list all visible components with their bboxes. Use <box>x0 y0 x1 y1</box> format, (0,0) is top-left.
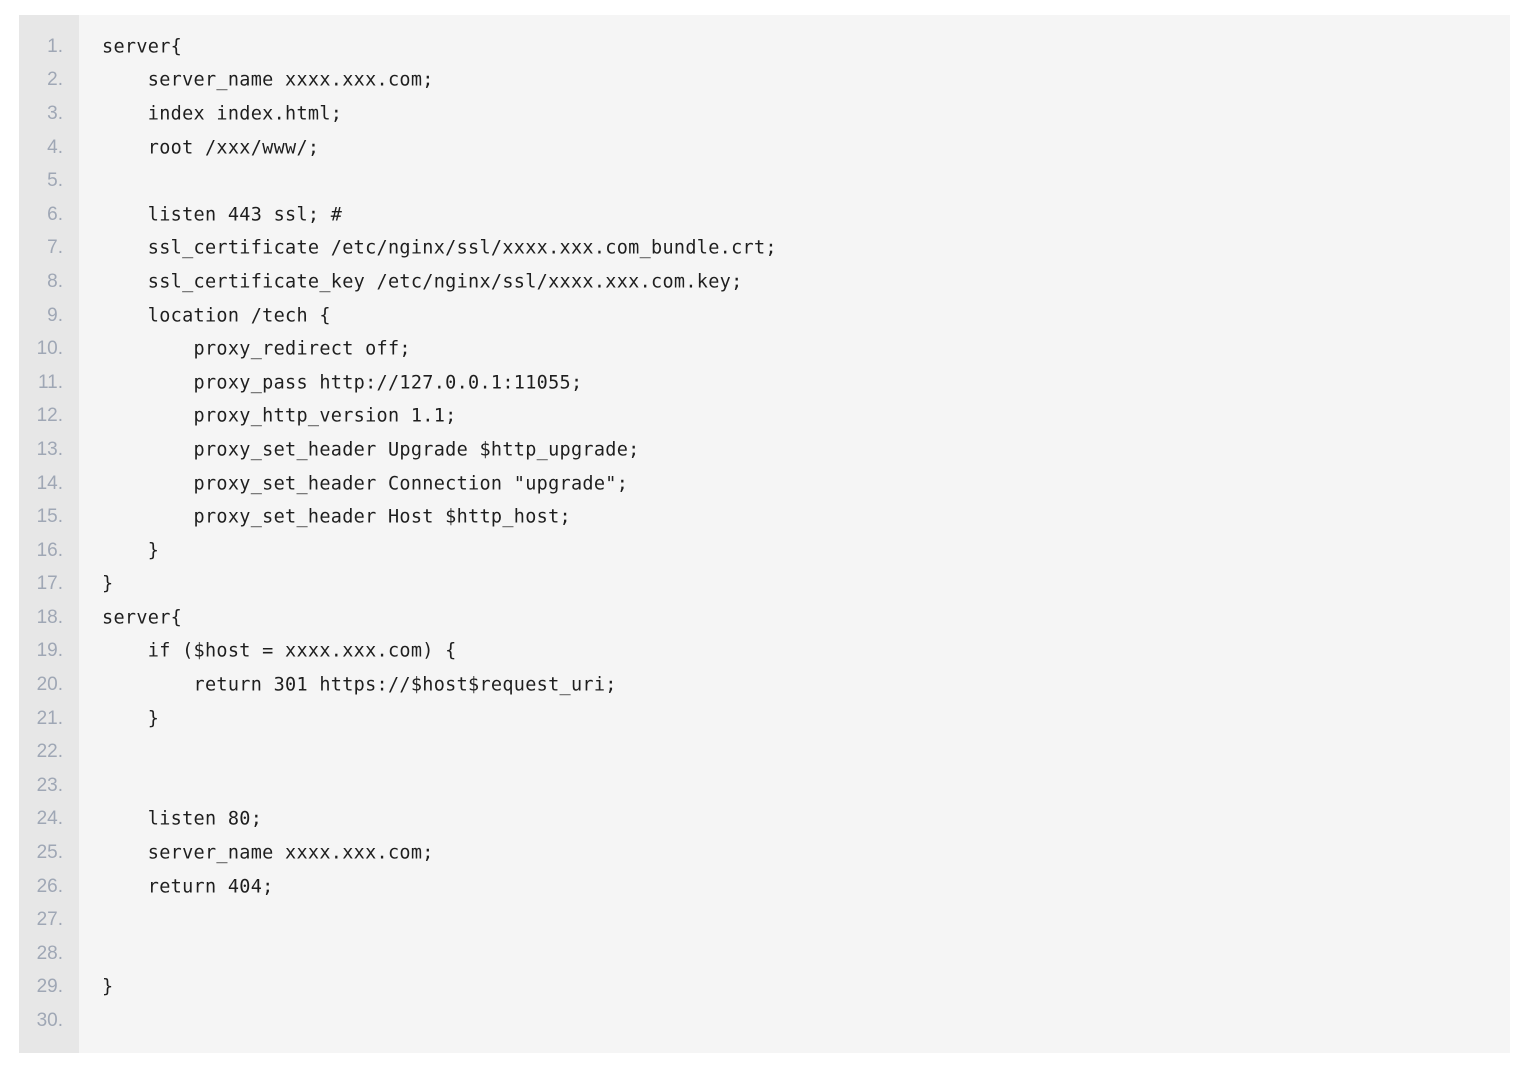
code-line: 2. server_name xxxx.xxx.com; <box>19 64 1510 98</box>
line-number-gutter <box>19 15 79 1053</box>
line-number: 9. <box>47 304 63 326</box>
code-line: 30. <box>19 1004 1510 1038</box>
code-line: 12. proxy_http_version 1.1; <box>19 400 1510 434</box>
line-code: location /tech { <box>102 305 331 327</box>
line-code: } <box>102 708 160 730</box>
line-number: 13. <box>36 438 63 460</box>
code-line: 20. return 301 https://$host$request_uri… <box>19 668 1510 702</box>
line-code: proxy_http_version 1.1; <box>102 405 457 427</box>
line-code: root /xxx/www/; <box>102 137 320 159</box>
line-number: 6. <box>47 203 63 225</box>
line-code: return 301 https://$host$request_uri; <box>102 674 617 696</box>
line-code: return 404; <box>102 876 274 898</box>
line-number: 14. <box>36 472 63 494</box>
line-code: if ($host = xxxx.xxx.com) { <box>102 640 457 662</box>
code-block[interactable]: 1.server{2. server_name xxxx.xxx.com;3. … <box>19 15 1510 1053</box>
line-number: 29. <box>36 976 63 998</box>
code-line: 6. listen 443 ssl; # <box>19 198 1510 232</box>
line-number: 1. <box>47 35 63 57</box>
line-number: 10. <box>36 338 63 360</box>
line-code: ssl_certificate /etc/nginx/ssl/xxxx.xxx.… <box>102 237 777 259</box>
line-number: 3. <box>47 102 63 124</box>
line-code: proxy_set_header Host $http_host; <box>102 506 571 528</box>
line-number: 17. <box>36 573 63 595</box>
code-line: 25. server_name xxxx.xxx.com; <box>19 836 1510 870</box>
line-number: 18. <box>36 606 63 628</box>
code-line: 17.} <box>19 568 1510 602</box>
code-line: 8. ssl_certificate_key /etc/nginx/ssl/xx… <box>19 265 1510 299</box>
line-number: 8. <box>47 270 63 292</box>
code-line: 18. server{ <box>19 601 1510 635</box>
code-line: 1. server{ <box>19 30 1510 64</box>
code-line: 15. proxy_set_header Host $http_host; <box>19 500 1510 534</box>
line-number: 21. <box>36 707 63 729</box>
line-code: server_name xxxx.xxx.com; <box>102 69 434 91</box>
code-line: 4. root /xxx/www/; <box>19 131 1510 165</box>
code-line: 21. } <box>19 702 1510 736</box>
code-line: 14. proxy_set_header Connection "upgrade… <box>19 467 1510 501</box>
code-line: 16. } <box>19 534 1510 568</box>
code-line: 24. listen 80; <box>19 803 1510 837</box>
line-number: 4. <box>47 136 63 158</box>
line-number: 15. <box>36 506 63 528</box>
line-code: } <box>102 976 114 998</box>
line-number: 23. <box>36 774 63 796</box>
line-number: 25. <box>36 842 63 864</box>
line-code: server_name xxxx.xxx.com; <box>102 842 434 864</box>
line-number: 2. <box>47 69 63 91</box>
code-line: 22. <box>19 735 1510 769</box>
code-line: 28. <box>19 937 1510 971</box>
line-code: proxy_set_header Connection "upgrade"; <box>102 473 629 495</box>
line-code: index index.html; <box>102 103 343 125</box>
code-line: 23. <box>19 769 1510 803</box>
line-number: 30. <box>36 1010 63 1032</box>
line-number: 20. <box>36 674 63 696</box>
line-number: 19. <box>36 640 63 662</box>
line-code: ssl_certificate_key /etc/nginx/ssl/xxxx.… <box>102 271 743 293</box>
line-code: proxy_pass http://127.0.0.1:11055; <box>102 372 583 394</box>
code-line: 7. ssl_certificate /etc/nginx/ssl/xxxx.x… <box>19 232 1510 266</box>
line-number: 24. <box>36 808 63 830</box>
line-number: 22. <box>36 741 63 763</box>
code-lines: 1.server{2. server_name xxxx.xxx.com;3. … <box>19 30 1510 1038</box>
code-line: 13. proxy_set_header Upgrade $http_upgra… <box>19 433 1510 467</box>
line-code: server{ <box>102 607 183 629</box>
line-code: } <box>102 540 160 562</box>
code-line: 9. location /tech { <box>19 299 1510 333</box>
line-code: proxy_redirect off; <box>102 338 411 360</box>
line-number: 27. <box>36 909 63 931</box>
code-line: 26. return 404; <box>19 870 1510 904</box>
line-code: listen 80; <box>102 808 263 830</box>
line-number: 26. <box>36 875 63 897</box>
line-code: listen 443 ssl; # <box>102 204 343 226</box>
line-number: 11. <box>37 371 63 393</box>
code-line: 19. if ($host = xxxx.xxx.com) { <box>19 635 1510 669</box>
code-line: 29.} <box>19 971 1510 1005</box>
code-line: 27. <box>19 903 1510 937</box>
code-line: 3. index index.html; <box>19 97 1510 131</box>
line-number: 16. <box>36 539 63 561</box>
line-code: proxy_set_header Upgrade $http_upgrade; <box>102 439 640 461</box>
line-number: 5. <box>47 170 63 192</box>
code-line: 5. <box>19 164 1510 198</box>
line-number: 12. <box>36 405 63 427</box>
line-number: 28. <box>36 942 63 964</box>
code-line: 10. proxy_redirect off; <box>19 332 1510 366</box>
line-number: 7. <box>47 237 63 259</box>
code-line: 11. proxy_pass http://127.0.0.1:11055; <box>19 366 1510 400</box>
line-code: } <box>102 573 114 595</box>
line-code: server{ <box>102 36 183 58</box>
